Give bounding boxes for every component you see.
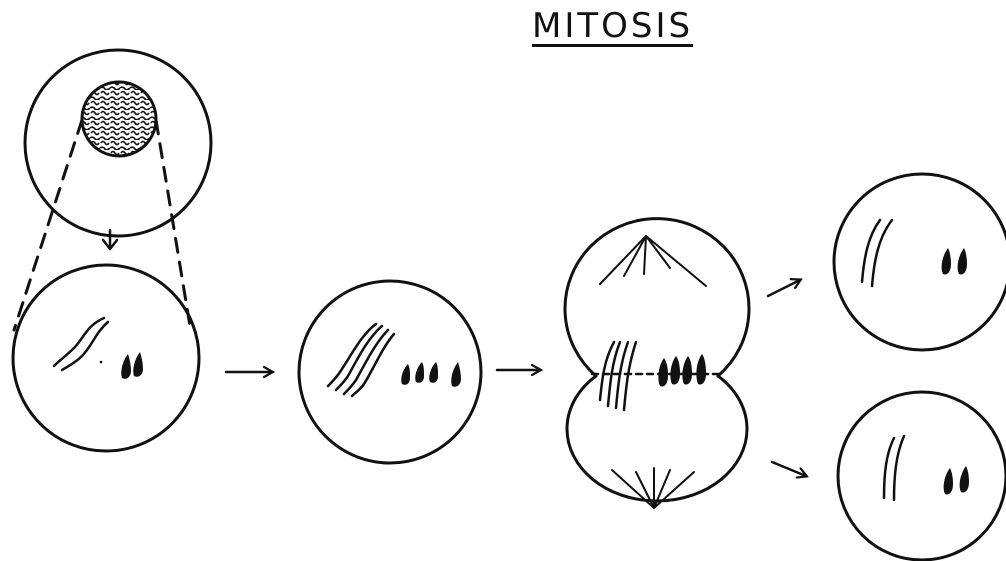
dividing-cell: [565, 219, 749, 508]
daughter-cell-top: [834, 174, 1006, 350]
daughter-cell-bottom: [838, 392, 1006, 560]
arrow-4: [772, 462, 806, 476]
arrow-down: [103, 230, 117, 249]
chromosome-short: [121, 354, 131, 379]
parent-cell: [25, 50, 211, 236]
duplicated-cell: [299, 281, 481, 463]
enlarged-nucleus: [13, 265, 199, 451]
nucleus: [82, 82, 156, 156]
arrow-3: [768, 280, 800, 296]
chromosome-short: [133, 352, 143, 377]
